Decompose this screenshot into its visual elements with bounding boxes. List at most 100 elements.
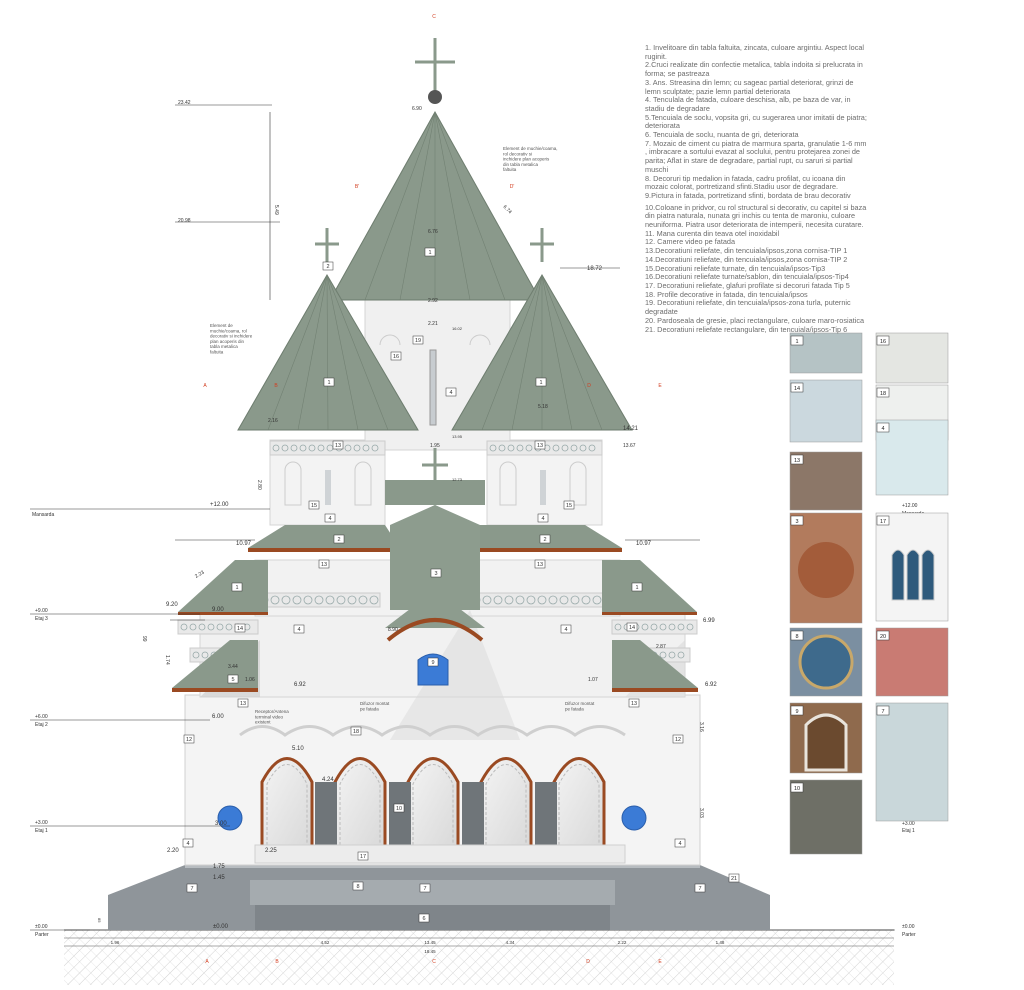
element-tag: 4 xyxy=(328,516,331,522)
annotation-label: +12.00 xyxy=(902,503,918,509)
element-tag: 18 xyxy=(353,729,359,735)
element-tag: 1 xyxy=(327,380,330,386)
legend-item: 13.Decoratiuni reliefate, din tencuiala/… xyxy=(645,246,848,256)
annotation-label: 18.45 xyxy=(424,949,436,954)
annotation-label: 2.22 xyxy=(618,940,627,945)
annotation-label: 1.07 xyxy=(588,677,598,683)
crosses xyxy=(315,38,554,490)
photo-tag: 10 xyxy=(794,786,800,792)
annotation-label: 1.48 xyxy=(716,940,725,945)
photo-tag: 9 xyxy=(795,709,798,715)
element-tag: 17 xyxy=(360,854,366,860)
annotation-label: 13.67 xyxy=(623,443,636,449)
element-tag: 2 xyxy=(326,264,329,270)
annotation-label: Etaj 2 xyxy=(35,722,48,728)
element-tag: 1 xyxy=(428,250,431,256)
annotation-label: 1.96 xyxy=(111,940,120,945)
detail-photo xyxy=(875,702,949,822)
legend-item: 8. Decoruri tip medalion in fatada, cadr… xyxy=(645,173,846,192)
element-tag: 21 xyxy=(731,876,737,882)
saint-painting-icon xyxy=(804,713,848,772)
annotation-label: 4.24 xyxy=(322,777,334,783)
element-tag: 7 xyxy=(423,886,426,892)
annotation-label: 3.16 xyxy=(698,722,704,732)
annotation-label: 6.00 xyxy=(212,714,224,720)
window-photo-icon xyxy=(891,549,905,601)
annotation-label: 1.45 xyxy=(213,875,225,881)
element-tag: 9 xyxy=(431,660,434,666)
axis-marker: B' xyxy=(355,184,359,190)
annotation-label: +6.00 xyxy=(35,714,48,720)
ground-section xyxy=(64,929,894,985)
annotation-label: 4.34 xyxy=(506,940,515,945)
annotation-label: 18.72 xyxy=(587,266,603,272)
element-tag: 2 xyxy=(543,537,546,543)
annotation-label: ±0.00 xyxy=(902,924,915,930)
element-tag: 13 xyxy=(240,701,246,707)
annotation-label: 2.25 xyxy=(265,848,277,854)
callout-note: Element de muchie/coama,rol decorativ si… xyxy=(503,146,558,172)
axis-marker: A xyxy=(203,383,207,389)
element-tag: 4 xyxy=(186,841,189,847)
annotation-label: 6.76 xyxy=(428,229,438,235)
annotation-label: 5.10 xyxy=(292,746,304,752)
element-tag: 13 xyxy=(631,701,637,707)
element-tag: 14 xyxy=(629,625,635,631)
element-tag: 4 xyxy=(541,516,544,522)
porch-arch xyxy=(333,757,387,852)
element-tag: 8 xyxy=(356,884,359,890)
annotation-label: 23.42 xyxy=(178,100,191,106)
element-tag: 5 xyxy=(231,677,234,683)
element-tag: 4 xyxy=(564,627,567,633)
element-tag: 13 xyxy=(537,443,543,449)
detail-photo xyxy=(789,779,863,855)
element-tag: 7 xyxy=(190,886,193,892)
annotation-label: 6.99 xyxy=(703,618,715,624)
annotation-label: 1.74 xyxy=(164,655,170,665)
annotation-label: 6.74 xyxy=(502,204,513,215)
central-gable xyxy=(385,590,485,686)
legend-item: 1. Invelitoare din tabla faltuita, zinca… xyxy=(645,43,865,61)
element-tag: 4 xyxy=(297,627,300,633)
element-tag: 7 xyxy=(698,886,701,892)
photo-tag: 20 xyxy=(880,634,886,640)
annotation-label: 5.18 xyxy=(538,404,548,410)
annotation-label: 12.73 xyxy=(452,477,463,482)
photo-tag: 3 xyxy=(795,519,798,525)
annotation-label: 3.44 xyxy=(228,664,238,670)
annotation-label: 3.00 xyxy=(215,821,227,827)
element-tag: 1 xyxy=(539,380,542,386)
legend-item: 3. Ans. Streasina din lemn; cu sageac pa… xyxy=(645,77,854,96)
element-tag: 12 xyxy=(675,737,681,743)
axis-marker: E xyxy=(658,383,662,389)
element-tag: 13 xyxy=(537,562,543,568)
annotation-label: Mansarda xyxy=(32,512,54,518)
cross-sphere xyxy=(428,90,442,104)
photo-tag: 1 xyxy=(795,339,798,345)
annotation-label: 2.87 xyxy=(656,644,666,650)
element-tag: 4 xyxy=(449,390,452,396)
annotation-label: 1.95 xyxy=(430,443,440,449)
annotation-label: ±0.00 xyxy=(35,924,48,930)
element-tag: 6 xyxy=(422,916,425,922)
window-photo-icon xyxy=(921,549,935,601)
annotation-label: Etaj 1 xyxy=(35,828,48,834)
damage-icon xyxy=(798,542,854,598)
element-tag: 10 xyxy=(396,806,402,812)
annotation-label: +3.00 xyxy=(35,820,48,826)
annotation-label: 1.75 xyxy=(213,864,225,870)
annotation-label: 9.20 xyxy=(166,602,178,608)
annotation-label: 14.21 xyxy=(623,426,639,432)
porch-arch xyxy=(552,757,606,852)
photo-tag: 13 xyxy=(794,458,800,464)
axis-marker: B xyxy=(275,959,279,965)
medallion-right xyxy=(621,805,647,831)
annotation-label: 2.21 xyxy=(428,321,438,327)
dimension-lines xyxy=(30,104,895,947)
annotation-label: +12.00 xyxy=(210,502,229,508)
annotation-labels: 23.4220.9818.7214.2113.67+12.00Mansarda1… xyxy=(32,14,924,965)
